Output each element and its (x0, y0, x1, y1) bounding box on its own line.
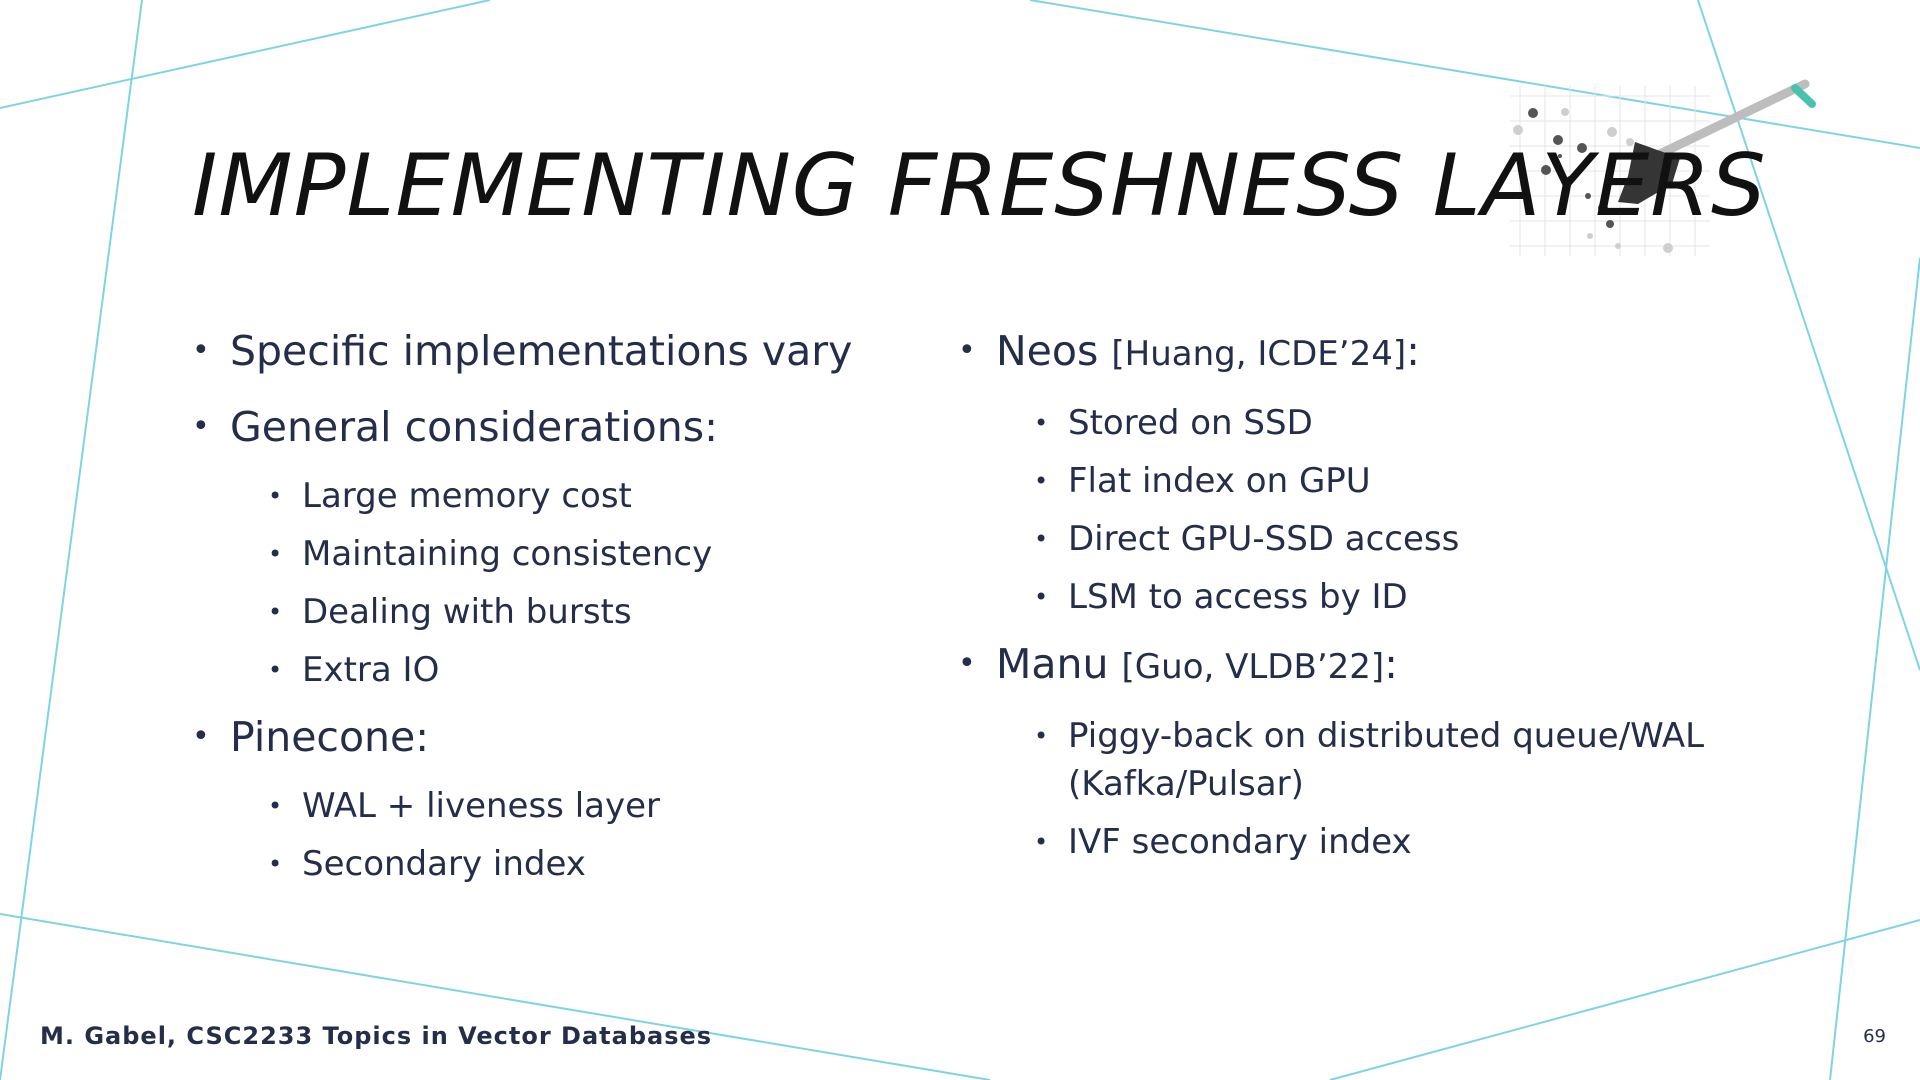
sub-bullet-item: • Large memory cost (192, 472, 892, 520)
sub-bullet-text: Secondary index (302, 844, 586, 884)
sub-bullet-list: • Stored on SSD • Flat index on GPU • Di… (958, 399, 1748, 621)
bullet-icon: • (958, 646, 976, 681)
left-column: • Specific implementations vary • Genera… (192, 322, 892, 902)
deco-line (1329, 919, 1920, 1080)
sub-bullet-item: • LSM to access by ID (958, 573, 1748, 621)
sub-bullet-text: Extra IO (302, 650, 440, 690)
sub-bullet-item: • Dealing with bursts (192, 588, 892, 636)
bullet-icon: • (268, 598, 283, 626)
sub-bullet-item: • Secondary index (192, 840, 892, 888)
sub-bullet-text: LSM to access by ID (1068, 577, 1408, 617)
bullet-item: • Manu [Guo, VLDB’22]: (958, 635, 1748, 696)
sub-bullet-item: • IVF secondary index (958, 818, 1748, 866)
deco-line (1029, 0, 1920, 149)
bullet-text: General considerations: (230, 403, 718, 451)
slide-title: IMPLEMENTING FRESHNESS LAYERS (192, 136, 1767, 236)
bullet-icon: • (192, 409, 210, 444)
sub-bullet-text: WAL + liveness layer (302, 786, 660, 826)
sub-bullet-text: Direct GPU-SSD access (1068, 519, 1460, 559)
bullet-text: Specific implementations vary (230, 327, 853, 375)
bullet-icon: • (958, 333, 976, 368)
sub-bullet-item: • Extra IO (192, 646, 892, 694)
bullet-icon: • (268, 850, 283, 878)
bullet-icon: • (192, 719, 210, 754)
sub-bullet-text: Dealing with bursts (302, 592, 632, 632)
bullet-icon: • (1034, 409, 1049, 437)
shovel-digging-icon (1510, 79, 1816, 256)
bullet-item: • Specific implementations vary (192, 322, 892, 380)
bullet-suffix: : (1384, 640, 1398, 688)
sub-bullet-item: • Maintaining consistency (192, 530, 892, 578)
bullet-icon: • (1034, 583, 1049, 611)
sub-bullet-item: • Direct GPU-SSD access (958, 515, 1748, 563)
deco-line (0, 0, 143, 1080)
sub-bullet-text: Piggy-back on distributed queue/WAL (Kaf… (1068, 716, 1705, 804)
bullet-icon: • (1034, 467, 1049, 495)
sub-bullet-item: • Flat index on GPU (958, 457, 1748, 505)
bullet-icon: • (268, 656, 283, 684)
sub-bullet-list: • Piggy-back on distributed queue/WAL (K… (958, 712, 1748, 866)
bullet-icon: • (268, 792, 283, 820)
sub-bullet-list: • WAL + liveness layer • Secondary index (192, 782, 892, 888)
sub-bullet-list: • Large memory cost • Maintaining consis… (192, 472, 892, 694)
sub-bullet-text: Stored on SSD (1068, 403, 1313, 443)
citation: [Guo, VLDB’22] (1121, 647, 1385, 687)
sub-bullet-text: Large memory cost (302, 476, 632, 516)
deco-line (1697, 0, 1920, 671)
bullet-icon: • (192, 333, 210, 368)
citation: [Huang, ICDE’24] (1111, 334, 1407, 374)
bullet-icon: • (1034, 828, 1049, 856)
sub-bullet-item: • WAL + liveness layer (192, 782, 892, 830)
deco-line (0, 913, 991, 1080)
bullet-suffix: : (1406, 327, 1420, 375)
sub-bullet-text: Maintaining consistency (302, 534, 713, 574)
deco-line (1829, 257, 1920, 1080)
right-column: • Neos [Huang, ICDE’24]: • Stored on SSD… (958, 322, 1748, 880)
bullet-text: Pinecone: (230, 713, 430, 761)
bullet-icon: • (268, 482, 283, 510)
deco-line (0, 0, 491, 109)
bullet-icon: • (1034, 525, 1049, 553)
bullet-text: Neos (996, 327, 1099, 375)
bullet-text: Manu (996, 640, 1109, 688)
bullet-icon: • (268, 540, 283, 568)
bullet-item: • Pinecone: (192, 708, 892, 766)
bullet-item: • Neos [Huang, ICDE’24]: (958, 322, 1748, 383)
sub-bullet-item: • Stored on SSD (958, 399, 1748, 447)
bullet-item: • General considerations: (192, 398, 892, 456)
footer-course-label: M. Gabel, CSC2233 Topics in Vector Datab… (40, 1022, 713, 1050)
page-number: 69 (1863, 1026, 1886, 1047)
sub-bullet-item: • Piggy-back on distributed queue/WAL (K… (958, 712, 1748, 808)
sub-bullet-text: IVF secondary index (1068, 822, 1412, 862)
bullet-icon: • (1034, 722, 1049, 750)
sub-bullet-text: Flat index on GPU (1068, 461, 1371, 501)
